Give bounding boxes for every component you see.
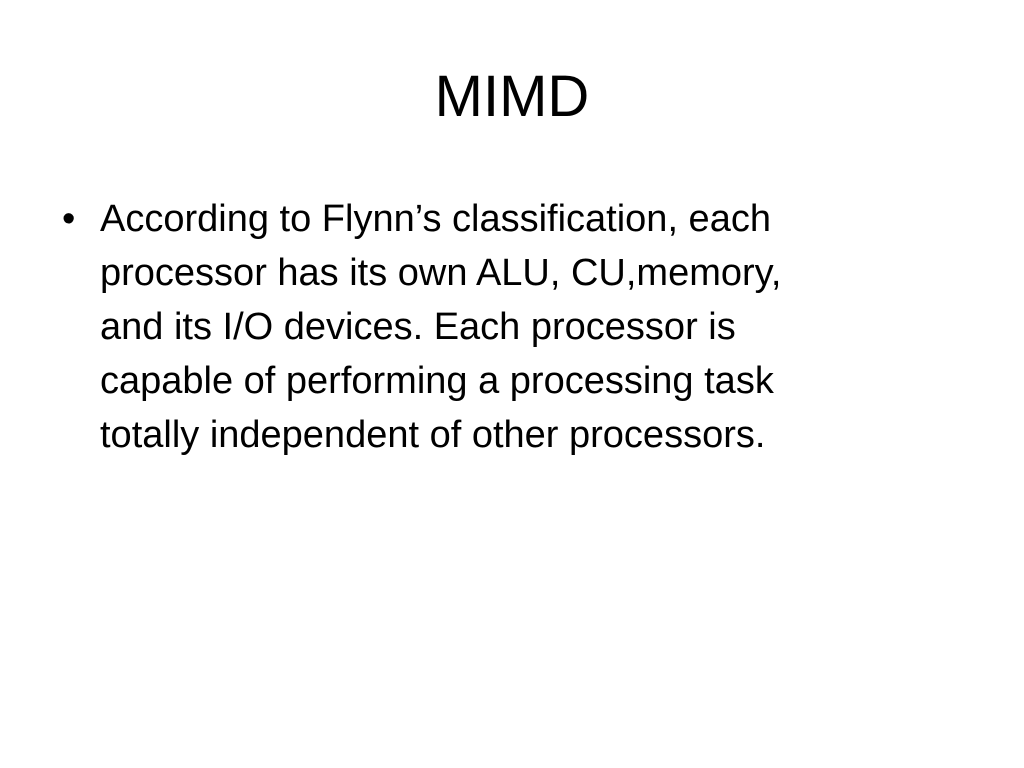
bullet-item: • According to Flynn’s classification, e…: [62, 192, 942, 462]
bullet-text-line-3: and its I/O devices. Each processor is: [100, 306, 736, 348]
bullet-text-line-1: According to Flynn’s classification, eac…: [100, 198, 771, 240]
bullet-text-line-5: totally independent of other processors.: [100, 414, 766, 456]
bullet-marker: •: [62, 198, 76, 240]
slide-title: MIMD: [434, 64, 590, 129]
bullet-list: • According to Flynn’s classification, e…: [62, 192, 942, 462]
bullet-text-line-4: capable of performing a processing task: [100, 360, 774, 402]
bullet-text-line-2: processor has its own ALU, CU,memory,: [100, 252, 782, 294]
